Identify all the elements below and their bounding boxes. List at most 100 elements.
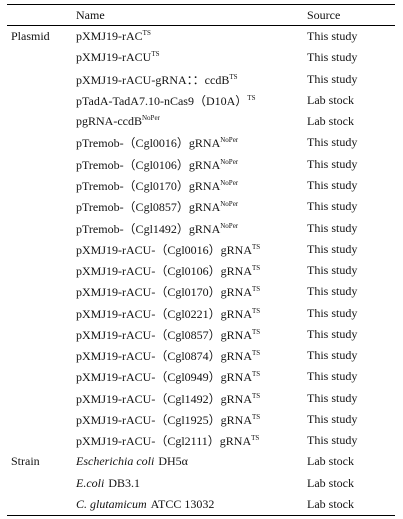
header-source: Source [307, 4, 395, 26]
plasmid-name-cell: pTremob-（Cgl1492）gRNANoPer [76, 217, 307, 238]
plasmid-name: pTremob-（Cgl0016）gRNA [76, 136, 221, 151]
plasmid-name: pXMJ19-rACU-gRNA：：ccdB [76, 72, 230, 87]
plasmid-name: pgRNA-ccdB [76, 114, 142, 129]
plasmid-name-cell: pXMJ19-rACU-（Cgl0857）gRNATS [76, 324, 307, 345]
category-cell [7, 302, 76, 323]
source-cell: Lab stock [307, 454, 354, 469]
source-cell: This study [307, 241, 358, 256]
source-cell: This study [307, 390, 358, 405]
plasmid-name-cell: pXMJ19-rACU-（Cgl0874）gRNATS [76, 345, 307, 366]
plasmid-name: pTremob-（Cgl0170）gRNA [76, 178, 221, 193]
plasmid-name-cell: pXMJ19-rACU-（Cgl0949）gRNATS [76, 366, 307, 387]
plasmid-name-cell: pXMJ19-rACU-gRNA：：ccdBTS [76, 69, 307, 90]
category-cell [7, 217, 76, 238]
plasmid-name-cell: pTremob-（Cgl0106）gRNANoPer [76, 154, 307, 175]
plasmid-name: pTremob-（Cgl0106）gRNA [76, 157, 221, 172]
plasmid-superscript: TS [151, 50, 160, 59]
category-cell [7, 366, 76, 387]
category-cell [7, 239, 76, 260]
category-cell [7, 281, 76, 302]
strain-species: Escherichia coli [76, 454, 155, 469]
source-cell: This study [307, 348, 358, 363]
source-cell: This study [307, 50, 358, 65]
category-cell [7, 154, 76, 175]
source-cell: This study [307, 29, 358, 44]
category-cell [7, 345, 76, 366]
header-name: Name [76, 4, 307, 26]
plasmid-name-cell: pXMJ19-rACU-（Cgl0221）gRNATS [76, 302, 307, 323]
source-cell: This study [307, 305, 358, 320]
plasmid-name: pXMJ19-rACU-（Cgl0016）gRNA [76, 242, 253, 257]
plasmid-name-cell: pTadA-TadA7.10-nCas9（D10A）TS [76, 90, 307, 111]
plasmid-name: pXMJ19-rACU-（Cgl0874）gRNA [76, 349, 253, 364]
source-cell: Lab stock [307, 475, 354, 490]
plasmid-name: pTremob-（Cgl1492）gRNA [76, 221, 221, 236]
source-cell: This study [307, 326, 358, 341]
category-cell [7, 196, 76, 217]
strain-designation: DH5α [158, 454, 188, 469]
source-cell: This study [307, 220, 358, 235]
category-cell [7, 260, 76, 281]
plasmid-name: pXMJ19-rACU [76, 50, 152, 65]
plasmid-superscript: TS [252, 391, 261, 400]
strain-designation: ATCC 13032 [150, 496, 215, 511]
strain-species: C. glutamicum [76, 496, 147, 511]
plasmid-superscript: NoPer [220, 200, 239, 209]
plasmid-superscript: TS [252, 370, 261, 379]
category-cell [7, 111, 76, 132]
plasmid-name: pXMJ19-rACU-（Cgl1492）gRNA [76, 391, 253, 406]
category-cell: Plasmid [11, 29, 50, 44]
category-cell [7, 324, 76, 345]
plasmid-name: pXMJ19-rACU-（Cgl2111）gRNA [76, 434, 252, 449]
plasmid-superscript: TS [252, 285, 261, 294]
plasmid-superscript: TS [252, 412, 261, 421]
category-cell: Strain [11, 454, 40, 469]
category-cell [7, 388, 76, 409]
plasmid-name-cell: pTremob-（Cgl0170）gRNANoPer [76, 175, 307, 196]
plasmid-superscript: NoPer [220, 178, 239, 187]
table-row: pTremob-（Cgl0016）gRNANoPer This study [7, 132, 395, 153]
category-cell [7, 430, 76, 451]
source-cell: This study [307, 369, 358, 384]
source-cell: This study [307, 411, 358, 426]
source-cell: This study [307, 135, 358, 150]
plasmid-name-cell: pXMJ19-rACU-（Cgl1492）gRNATS [76, 388, 307, 409]
plasmid-name-cell: pXMJ19-rACU-（Cgl0170）gRNATS [76, 281, 307, 302]
plasmid-superscript: NoPer [220, 157, 239, 166]
category-cell [7, 175, 76, 196]
plasmid-name-cell: pXMJ19-rACUTS [76, 47, 307, 68]
plasmid-name-cell: pXMJ19-rACU-（Cgl0016）gRNATS [76, 239, 307, 260]
plasmid-name: pXMJ19-rACU-（Cgl0857）gRNA [76, 327, 253, 342]
plasmid-superscript: TS [252, 306, 261, 315]
strain-species: E.coli [76, 475, 105, 490]
plasmid-name: pXMJ19-rACU-（Cgl0106）gRNA [76, 264, 253, 279]
category-cell [7, 473, 76, 494]
category-cell [7, 409, 76, 430]
plasmid-superscript: NoPer [220, 136, 239, 145]
source-cell: Lab stock [307, 92, 354, 107]
